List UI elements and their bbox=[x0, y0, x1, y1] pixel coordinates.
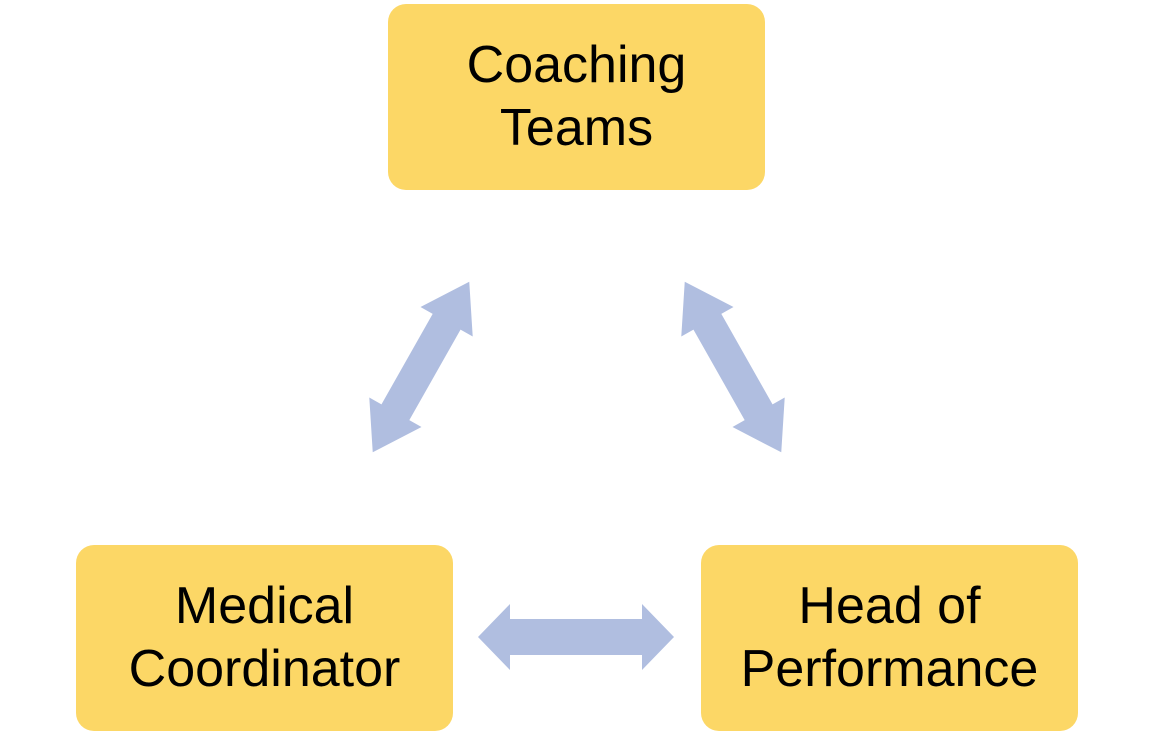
node-label-line: Teams bbox=[499, 99, 654, 157]
node-label: Coaching Teams bbox=[467, 34, 687, 161]
node-label-line: Coordinator bbox=[128, 640, 401, 698]
node-label: Head of Performance bbox=[741, 575, 1039, 702]
node-label-line: Head of bbox=[798, 576, 981, 635]
node-label-line: Performance bbox=[740, 640, 1039, 698]
double-arrow-shape bbox=[681, 281, 785, 453]
node-medical-coordinator: Medical Coordinator bbox=[76, 545, 453, 731]
double-arrow-shape bbox=[478, 604, 674, 670]
double-arrow-shape bbox=[369, 281, 473, 453]
node-head-of-performance: Head of Performance bbox=[701, 545, 1078, 731]
arrow-medical-performance bbox=[478, 604, 674, 670]
arrow-medical-coaching bbox=[369, 281, 473, 453]
node-coaching-teams: Coaching Teams bbox=[388, 4, 765, 190]
node-label-line: Medical bbox=[174, 576, 355, 635]
node-label-line: Coaching bbox=[466, 35, 687, 94]
node-label: Medical Coordinator bbox=[129, 575, 401, 702]
arrow-coaching-performance bbox=[681, 281, 785, 453]
